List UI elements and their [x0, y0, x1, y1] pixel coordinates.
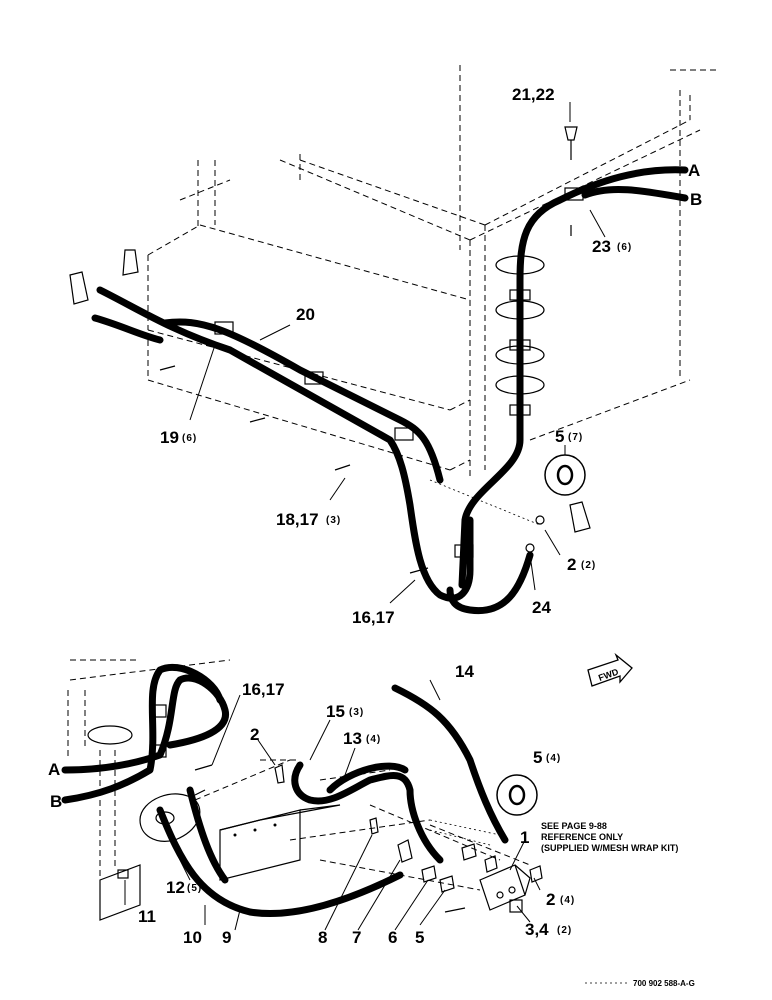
hose-9-10 [156, 806, 404, 917]
callout-14: 14 [455, 662, 474, 681]
grommet-5-lower [496, 774, 538, 816]
lower-hoses [61, 663, 509, 917]
callout-2-upper-qty: (2) [581, 560, 596, 571]
clamp-plate-12 [87, 704, 201, 842]
grommet-5-upper [544, 454, 586, 496]
callout-5-lower-qty: (4) [546, 753, 561, 764]
callout-23: 23 [592, 237, 611, 256]
upper-leaders [189, 102, 606, 604]
callout-6: 6 [388, 928, 397, 947]
fwd-arrow-icon: FWD [587, 652, 633, 687]
callout-hose-a-lower: A [48, 760, 60, 779]
manifold-block [219, 804, 341, 881]
hose-left-end [91, 314, 164, 344]
callout-hose-a-upper: A [688, 161, 700, 180]
callout-24: 24 [532, 598, 551, 617]
callout-9: 9 [222, 928, 231, 947]
callout-15: 15 [326, 702, 345, 721]
upper-fittings [69, 126, 591, 574]
callout-2-upper: 2 [567, 555, 576, 574]
lower-fittings [194, 764, 543, 913]
callout-12: 12 [166, 878, 185, 897]
callout-12-qty: (5) [187, 883, 202, 894]
reference-note: SEE PAGE 9-88 REFERENCE ONLY (SUPPLIED W… [541, 821, 678, 853]
callout-18-17: 18,17 [276, 510, 319, 529]
callout-19: 19 [160, 428, 179, 447]
valve-1 [479, 864, 531, 913]
callout-5-upper-qty: (7) [568, 432, 583, 443]
callout-16-17-lower: 16,17 [242, 680, 285, 699]
callout-hose-b-lower: B [50, 792, 62, 811]
lower-view: FWD 14 16,17 15 (3) 2 13 (4) [48, 652, 695, 988]
callout-7: 7 [352, 928, 361, 947]
callout-21-22: 21,22 [512, 85, 555, 104]
callout-5-lower-b: 5 [415, 928, 424, 947]
callout-20: 20 [296, 305, 315, 324]
callout-2-lower-b-qty: (4) [560, 895, 575, 906]
bracket-11 [99, 864, 141, 921]
lower-frame-outline [67, 659, 531, 891]
callout-2-lower: 2 [250, 725, 259, 744]
lower-leaders [124, 679, 541, 931]
callout-5-lower: 5 [533, 748, 542, 767]
callout-18-17-qty: (3) [326, 515, 341, 526]
callout-3-4-qty: (2) [557, 925, 572, 936]
callout-8: 8 [318, 928, 327, 947]
callout-2-lower-b: 2 [546, 890, 555, 909]
callout-10: 10 [183, 928, 202, 947]
callout-13: 13 [343, 729, 362, 748]
hose-20-upper [161, 318, 444, 484]
hose-line-a-lower [61, 674, 229, 774]
callout-16-17-upper: 16,17 [352, 608, 395, 627]
hose-24 [446, 551, 534, 615]
hose-line-a-upper [458, 166, 689, 589]
drawing-code: 700 902 588-A-G [633, 979, 695, 988]
hose-line-b-lower [61, 663, 224, 804]
callout-23-qty: (6) [617, 242, 632, 253]
hose-15 [291, 761, 444, 864]
hose-14 [391, 684, 509, 844]
callout-15-qty: (3) [349, 707, 364, 718]
callout-13-qty: (4) [366, 734, 381, 745]
upper-hoses [91, 166, 689, 615]
upper-frame-outline [147, 65, 720, 480]
hose-12 [186, 786, 229, 884]
note-line-1: SEE PAGE 9-88 [541, 821, 607, 831]
hose-line-b-upper [581, 185, 689, 202]
callout-3-4: 3,4 [525, 920, 549, 939]
hose-13 [326, 762, 409, 794]
coil-clamps [214, 187, 584, 558]
note-line-3: (SUPPLIED W/MESH WRAP KIT) [541, 843, 678, 853]
callout-11: 11 [138, 907, 156, 926]
callout-19-qty: (6) [182, 433, 197, 444]
callout-hose-b-upper: B [690, 190, 702, 209]
callout-5-upper: 5 [555, 427, 564, 446]
callout-1: 1 [520, 828, 529, 847]
note-line-2: REFERENCE ONLY [541, 832, 623, 842]
upper-view: 21,22 A B 23 (6) 20 19 (6) 5 (7) 18,17 (… [69, 65, 720, 627]
